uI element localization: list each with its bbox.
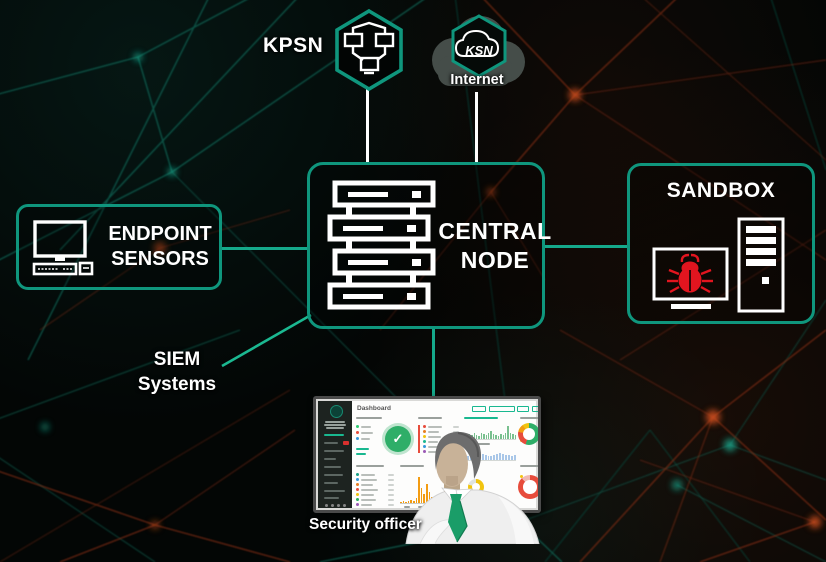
link-ksn-central <box>475 92 478 164</box>
ksn-hexagon <box>451 14 507 78</box>
siem-label: SIEM Systems <box>137 349 217 395</box>
kpsn-hexagon <box>335 8 403 92</box>
endpoint-sensors-label: ENDPOINT SENSORS <box>108 223 212 270</box>
health-check-circle: ✓ <box>385 426 411 452</box>
donut-chart-multicolor <box>518 423 538 445</box>
desktop-computer-icon <box>32 220 94 276</box>
link-endpoint-central <box>222 247 308 250</box>
server-stack-icon <box>327 180 436 310</box>
dashboard-sidebar <box>318 401 352 508</box>
ksn-label: KSN <box>465 43 493 58</box>
security-officer-figure <box>405 431 540 544</box>
link-central-dashboard <box>432 329 435 397</box>
kpsn-network-icon <box>343 21 395 75</box>
dashboard-logo <box>330 405 343 418</box>
tower-pc-icon <box>737 217 785 313</box>
dashboard-title: Dashboard <box>357 405 391 412</box>
kpsn-label: KPSN <box>263 34 324 57</box>
tie-knot <box>450 494 462 501</box>
bug-icon <box>667 253 713 294</box>
ksn-cloud: KSN <box>432 14 525 86</box>
sandbox-box: SANDBOX <box>627 163 815 324</box>
endpoint-sensors-box: ENDPOINT SENSORS <box>16 204 222 290</box>
malware-monitor-icon <box>652 247 729 309</box>
central-node-label: CENTRAL NODE <box>438 217 552 273</box>
security-officer-label: Security officer <box>309 516 422 533</box>
link-central-sandbox <box>545 245 628 248</box>
central-node-box: CENTRAL NODE <box>307 162 552 329</box>
ksn-cloud-icon <box>454 29 500 57</box>
donut-chart-red <box>518 475 538 499</box>
link-kpsn-central <box>366 86 369 164</box>
internet-label: Internet <box>450 72 504 88</box>
sandbox-label: SANDBOX <box>666 179 776 202</box>
